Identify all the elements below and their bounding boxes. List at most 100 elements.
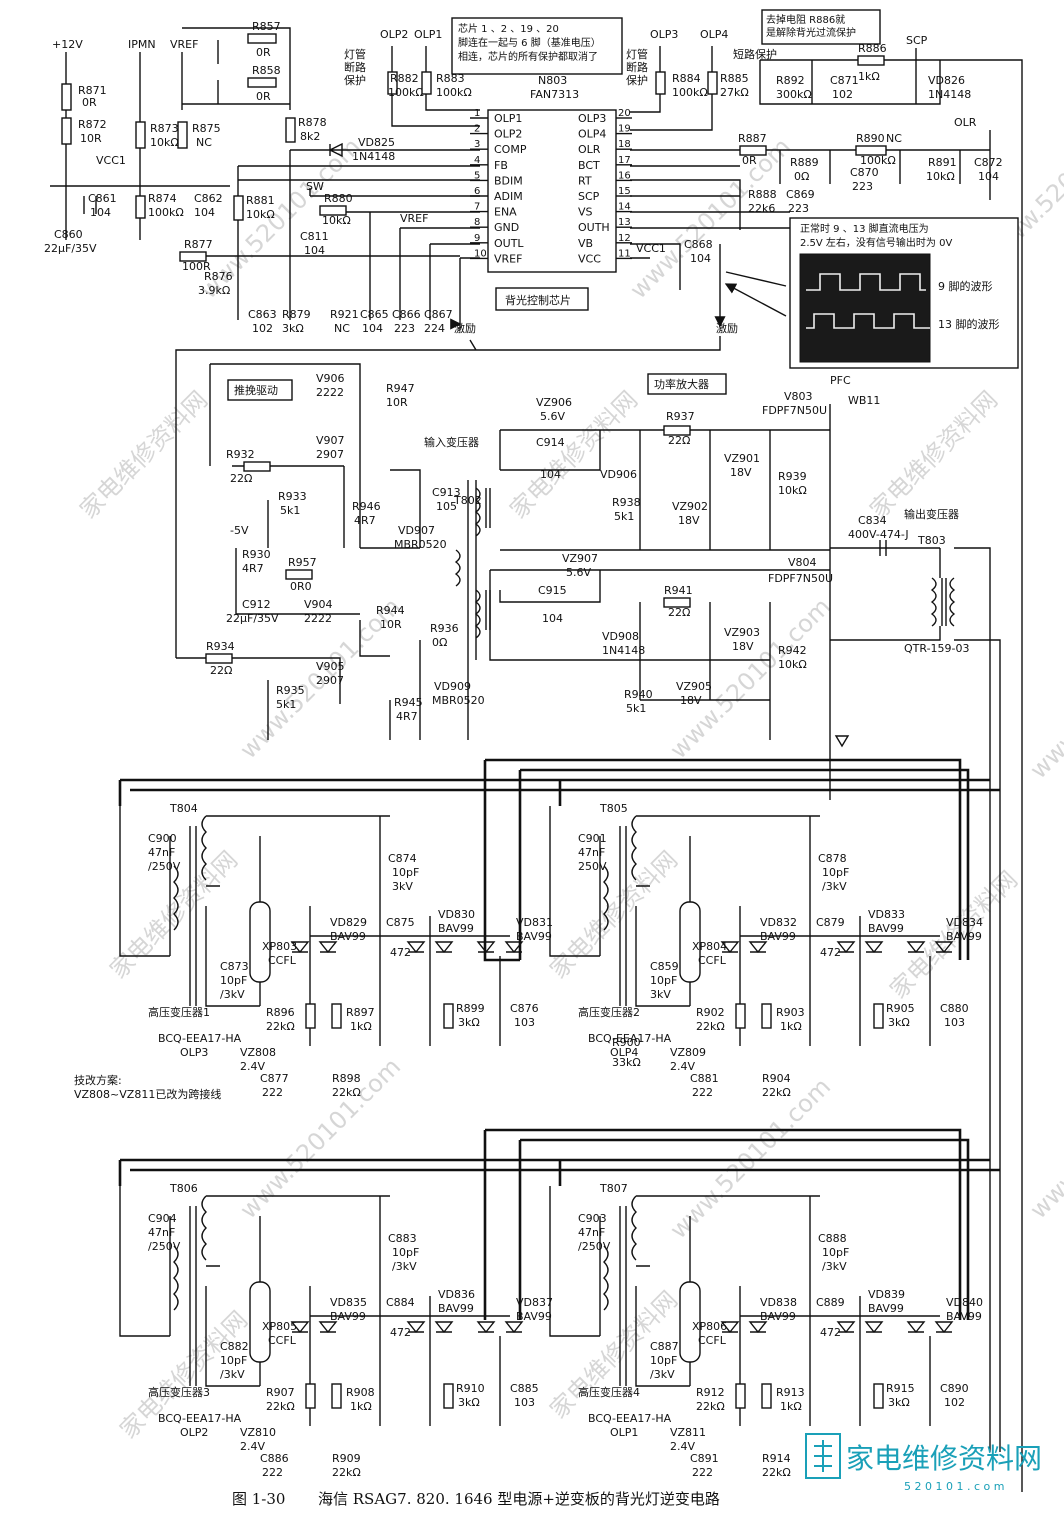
r891-ref: R891 xyxy=(928,156,957,169)
c811-ref: C811 xyxy=(300,230,329,243)
wave-pin9-trace xyxy=(806,273,926,291)
diode-symbol xyxy=(406,941,426,954)
vz907-ref: VZ907 xyxy=(562,552,598,565)
r871-body xyxy=(61,83,72,111)
mod-text: VZ808~VZ811已改为跨接线 xyxy=(74,1087,221,1101)
figure-number: 图 1-30 xyxy=(232,1490,285,1508)
cin-rating: /250V xyxy=(148,860,181,873)
resistor-body xyxy=(761,1383,772,1409)
net-olp3: OLP3 xyxy=(650,28,678,41)
wave-note-2: 2.5V 左右，没有信号输出时为 0V xyxy=(800,236,952,249)
r885-body xyxy=(707,71,718,95)
cl-val: 10pF xyxy=(650,974,677,987)
cin-val: 47nF xyxy=(148,1226,175,1239)
resistor-body xyxy=(443,1003,454,1029)
v906-val: 2222 xyxy=(316,386,344,399)
r946-val: 4R7 xyxy=(354,514,376,527)
hv-transformer-name: 高压变压器4 xyxy=(578,1385,640,1399)
r891-val: 10kΩ xyxy=(926,170,955,183)
diode-symbol xyxy=(906,941,926,954)
c868-val: 104 xyxy=(690,252,711,265)
logo-glyph xyxy=(814,1440,832,1472)
r875-body xyxy=(177,121,188,149)
c866-val: 223 xyxy=(394,322,415,335)
watermark-url: www.520101.com xyxy=(624,133,796,305)
r4-val: 22kΩ xyxy=(332,1086,361,1099)
v804-val: FDPF7N50U xyxy=(768,572,833,585)
hv-transformer-primary xyxy=(603,865,609,931)
net-ipmn: IPMN xyxy=(128,38,156,51)
r881-body xyxy=(233,195,244,221)
r4-ref: R898 xyxy=(332,1072,361,1085)
net-pfc: PFC xyxy=(830,374,851,387)
r880-val: 10kΩ xyxy=(322,214,351,227)
c2-ref: C875 xyxy=(386,916,415,929)
d1-val: BAV99 xyxy=(330,930,366,943)
diode-symbol xyxy=(290,941,310,954)
r858-body xyxy=(247,77,277,88)
ic-label: 背光控制芯片 xyxy=(505,293,571,307)
t803-ref: T803 xyxy=(917,534,946,547)
c2-ref: C889 xyxy=(816,1296,845,1309)
c865-ref: C865 xyxy=(360,308,389,321)
r880-body xyxy=(319,205,347,216)
r890-ref: R890 xyxy=(856,132,885,145)
hv-modules: T804C90047nF/250VC87410pF3kVXP803CCFLC87… xyxy=(119,802,983,1479)
net-olp2: OLP2 xyxy=(380,28,408,41)
ic-pin-name: VS xyxy=(578,206,593,219)
r946-ref: R946 xyxy=(352,500,381,513)
resistor-body xyxy=(873,1383,884,1409)
c4-ref: C877 xyxy=(260,1072,289,1085)
r892-ref: R892 xyxy=(776,74,805,87)
transformer-ref: T804 xyxy=(169,802,198,815)
v904-val: 2222 xyxy=(304,612,332,625)
excite-label-2: 激励 xyxy=(716,321,738,335)
r1-val: 22kΩ xyxy=(266,1020,295,1033)
ic-pin-number: 17 xyxy=(618,155,631,166)
chv-ref: C874 xyxy=(388,852,417,865)
d2-ref: VD833 xyxy=(868,908,905,921)
ccfl-type: CCFL xyxy=(268,1334,297,1347)
net-olr: OLR xyxy=(954,116,977,129)
diode-symbol xyxy=(720,941,740,954)
resistor-body xyxy=(443,1383,454,1409)
v804-ref: V804 xyxy=(788,556,817,569)
olp-wires xyxy=(391,46,713,131)
r2-val: 1kΩ xyxy=(350,1020,372,1033)
chv-val: 10pF xyxy=(392,1246,419,1259)
cin-rating: /250V xyxy=(578,1240,611,1253)
c2-ref: C879 xyxy=(816,916,845,929)
diode-symbol xyxy=(318,1321,338,1334)
r883-val: 100kΩ xyxy=(436,86,472,99)
r857-body xyxy=(247,33,277,44)
cin-rating: 250V xyxy=(578,860,607,873)
diode-symbol xyxy=(406,1321,426,1334)
r4-val: 22kΩ xyxy=(762,1466,791,1479)
ic-pin-number: 7 xyxy=(474,202,480,213)
diode-symbol xyxy=(434,941,454,954)
r940-ref: R940 xyxy=(624,688,653,701)
resistor-body xyxy=(331,1383,342,1409)
net-vref: VREF xyxy=(170,38,198,51)
scope-pointer xyxy=(726,271,787,317)
net-sw: SW xyxy=(306,180,324,193)
d2-val: BAV99 xyxy=(868,922,904,935)
c865-val: 104 xyxy=(362,322,383,335)
vd825-wire xyxy=(290,142,480,158)
ic-pin-number: 9 xyxy=(474,233,480,244)
r857-ref: R857 xyxy=(252,20,281,33)
hv-transformer-primary xyxy=(173,865,179,931)
cl-rating: 3kV xyxy=(650,988,671,1001)
vd907-ref: VD907 xyxy=(398,524,435,537)
r941-val: 22Ω xyxy=(668,606,690,619)
vz901-val: 18V xyxy=(730,466,752,479)
vd909-ref: VD909 xyxy=(434,680,471,693)
net-scp: SCP xyxy=(906,34,928,47)
vz-ref: VZ808 xyxy=(240,1046,276,1059)
resistor-body xyxy=(735,1383,746,1409)
r957-body xyxy=(285,569,313,580)
ic-left-net xyxy=(180,150,480,320)
chv-rating: 3kV xyxy=(392,880,413,893)
net-vcc1b: VCC1 xyxy=(636,242,666,255)
